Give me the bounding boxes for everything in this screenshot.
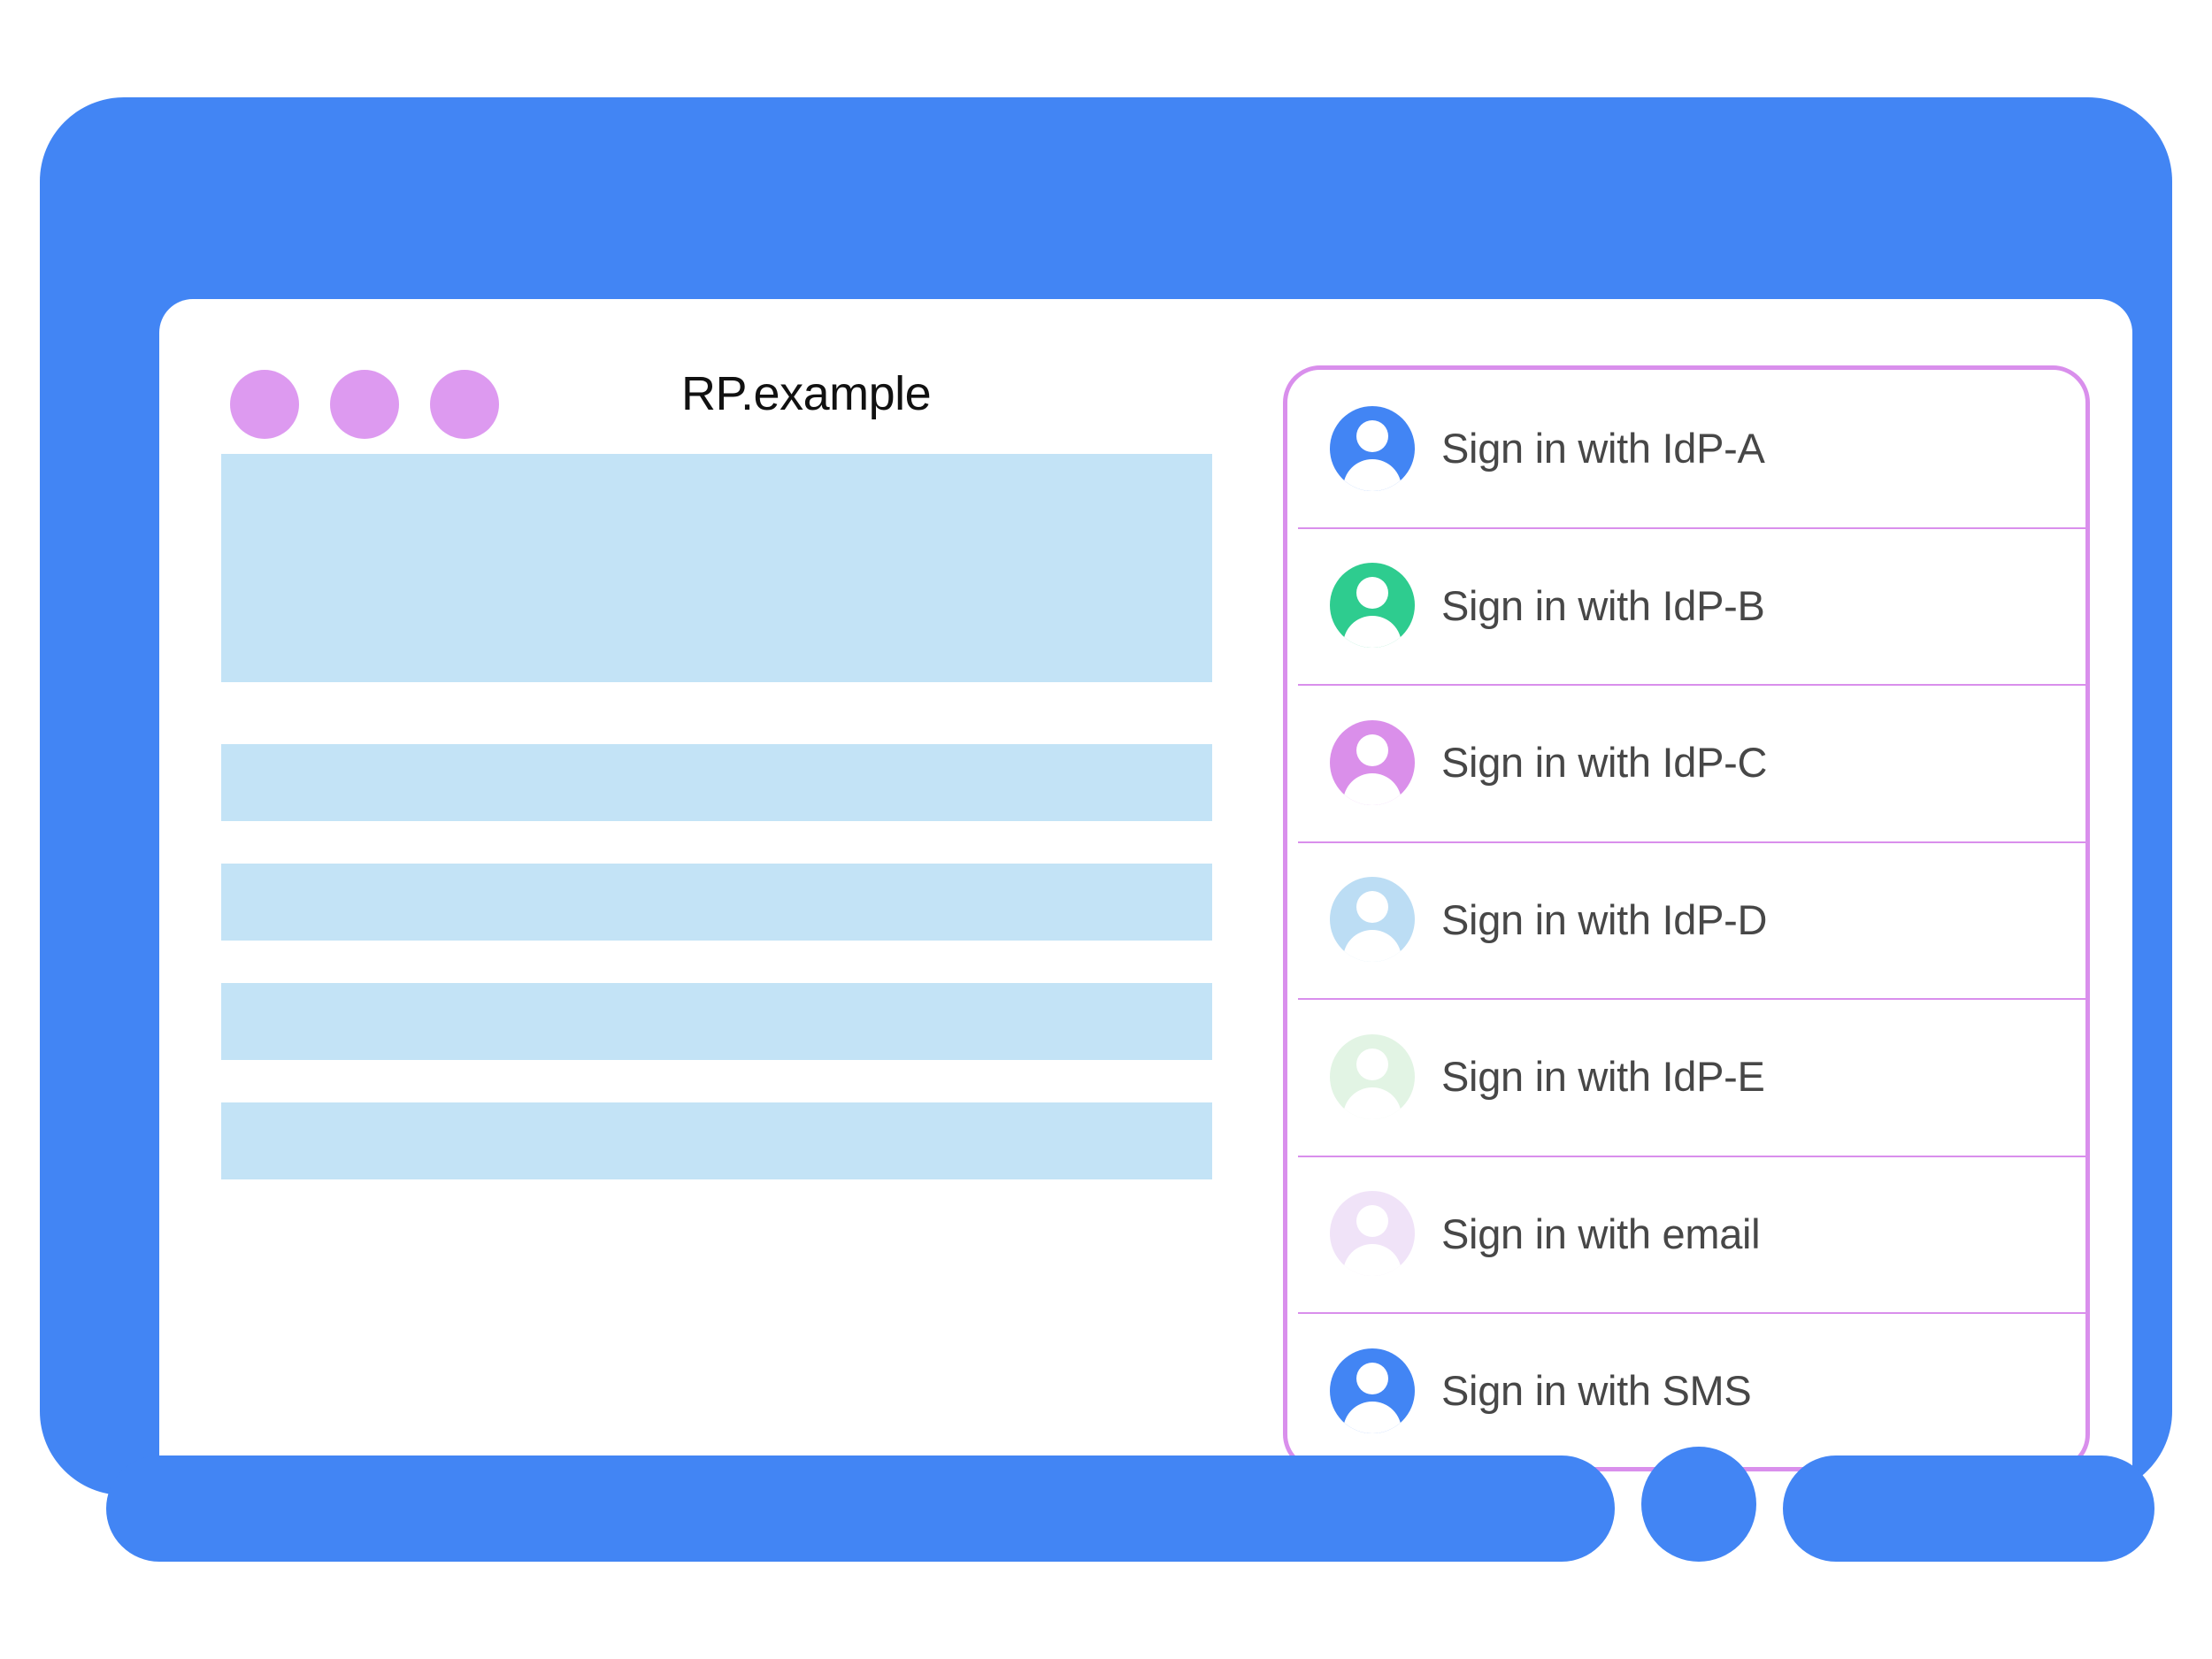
bezel-bar-left (106, 1455, 1615, 1562)
title-bar: RP.example (159, 299, 2132, 454)
signin-option-label: Sign in with IdP-B (1441, 581, 1765, 629)
signin-option-row[interactable]: Sign in with IdP-D (1287, 841, 2085, 999)
signin-option-row[interactable]: Sign in with IdP-C (1287, 684, 2085, 841)
person-avatar-icon (1330, 405, 1415, 491)
person-avatar-icon (1330, 719, 1415, 805)
signin-option-label: Sign in with email (1441, 1210, 1761, 1257)
signin-option-label: Sign in with IdP-C (1441, 739, 1768, 787)
bezel-bar-right (1783, 1455, 2154, 1562)
signin-option-label: Sign in with SMS (1441, 1367, 1752, 1415)
person-avatar-icon (1330, 877, 1415, 963)
person-avatar-icon (1330, 1033, 1415, 1119)
content-block-row-3 (221, 983, 1212, 1060)
person-avatar-icon (1330, 563, 1415, 649)
home-button[interactable] (1641, 1447, 1756, 1562)
signin-option-row[interactable]: Sign in with IdP-A (1287, 370, 2085, 527)
window-dot-3[interactable] (430, 370, 499, 439)
content-placeholder-area (159, 454, 1274, 1551)
signin-option-row[interactable]: Sign in with SMS (1287, 1312, 2085, 1467)
window-dot-1[interactable] (230, 370, 299, 439)
signin-option-row[interactable]: Sign in with IdP-E (1287, 998, 2085, 1156)
window-dot-2[interactable] (330, 370, 399, 439)
content-block-row-1 (221, 744, 1212, 821)
content-block-row-4 (221, 1102, 1212, 1179)
signin-option-row[interactable]: Sign in with email (1287, 1155, 2085, 1313)
signin-option-row[interactable]: Sign in with IdP-B (1287, 526, 2085, 685)
content-block-hero (221, 454, 1212, 682)
signin-dialog: Sign in with IdP-A Sign in with IdP-B Sign… (1283, 365, 2090, 1471)
person-avatar-icon (1330, 1348, 1415, 1433)
page-title: RP.example (681, 367, 932, 420)
content-block-row-2 (221, 864, 1212, 941)
signin-option-label: Sign in with IdP-D (1441, 895, 1768, 943)
person-avatar-icon (1330, 1191, 1415, 1277)
signin-option-label: Sign in with IdP-A (1441, 425, 1765, 472)
signin-option-label: Sign in with IdP-E (1441, 1053, 1765, 1101)
